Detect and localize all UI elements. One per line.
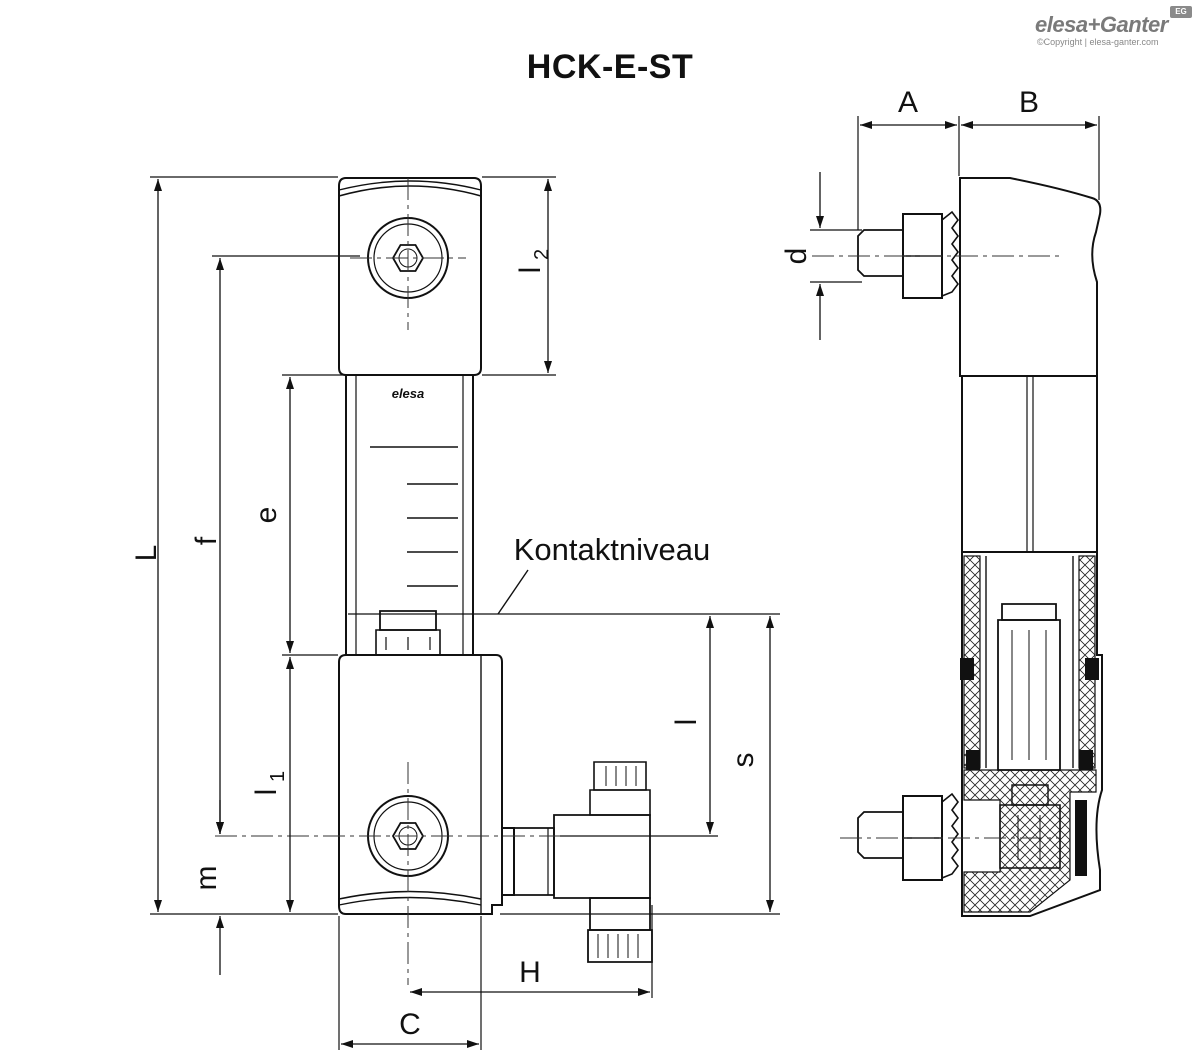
top-block <box>338 177 482 376</box>
side-view: A B d <box>780 86 1103 917</box>
contact-level-label: Kontaktniveau <box>514 532 710 567</box>
brand-badge: EG <box>1170 6 1192 18</box>
contact-level-line <box>348 569 780 615</box>
dim-label-l2: l 2 <box>514 249 553 273</box>
extension-lines <box>150 176 780 1050</box>
brand-logo: elesa+Ganter ©Copyright | elesa-ganter.c… <box>1035 6 1195 48</box>
center-lines <box>215 178 560 985</box>
side-extension-lines <box>810 116 1100 283</box>
dim-label-L: L <box>130 545 163 562</box>
dim-label-f: f <box>190 536 223 545</box>
bottom-block <box>338 654 503 915</box>
dim-label-l1-sub: 1 <box>267 771 289 782</box>
brand-name: elesa+Ganter <box>1035 12 1168 37</box>
dim-label-s: s <box>727 753 760 768</box>
dim-label-l1-base: l <box>250 789 283 796</box>
dimension-lines <box>154 179 774 1048</box>
dim-label-l2-sub: 2 <box>531 249 553 260</box>
drawing-title: HCK-E-ST <box>526 48 694 86</box>
dim-label-H: H <box>519 956 541 989</box>
copyright-text: ©Copyright | elesa-ganter.com <box>1037 37 1159 47</box>
glass-brand-label: elesa <box>392 386 425 401</box>
side-center-lines <box>812 255 1060 839</box>
dim-label-B: B <box>1019 86 1039 119</box>
side-bolt-bottom <box>857 792 959 881</box>
dim-label-l: l <box>670 719 703 726</box>
front-view: elesa <box>130 176 780 1050</box>
dim-label-l1: l 1 <box>250 771 289 795</box>
dim-label-d: d <box>780 248 813 265</box>
dim-label-A: A <box>898 86 918 119</box>
dim-label-m: m <box>190 866 223 891</box>
side-bolt-top <box>857 210 959 299</box>
dim-label-e: e <box>250 507 283 524</box>
sight-glass <box>345 375 474 656</box>
dim-label-C: C <box>399 1008 421 1041</box>
electrical-connector <box>502 761 653 963</box>
dim-label-l2-base: l <box>514 267 547 274</box>
